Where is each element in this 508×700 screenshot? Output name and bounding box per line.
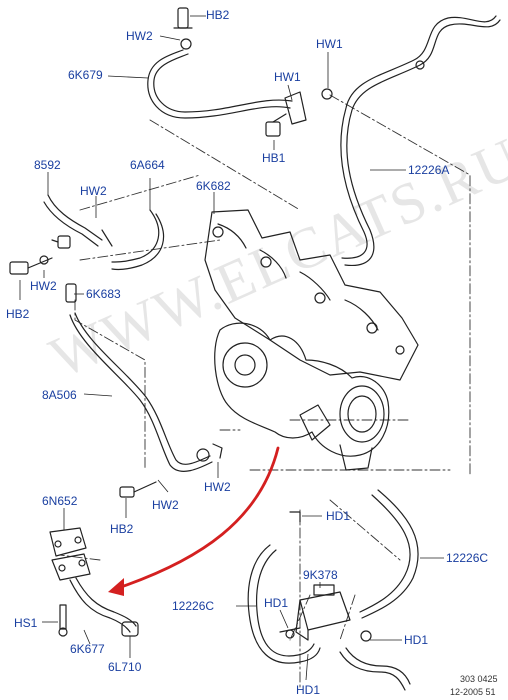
label-hb2-bot: HB2 <box>110 522 134 536</box>
hose-bottom <box>339 651 406 691</box>
label-12226a: 12226A <box>408 163 450 177</box>
drawing-code: 303 0425 <box>460 674 498 684</box>
label-6n652: 6N652 <box>42 494 78 508</box>
drawing-date: 12-2005 51 <box>450 687 496 697</box>
label-6k677: 6K677 <box>70 642 105 656</box>
label-hd1-bottom: HD1 <box>296 683 321 697</box>
label-hw1-top: HW1 <box>316 37 343 51</box>
label-hs1: HS1 <box>14 616 38 630</box>
label-hw2-bot2: HW2 <box>204 480 231 494</box>
label-hb2-top: HB2 <box>206 8 230 22</box>
hose-12226c-right <box>289 489 419 619</box>
label-hb2-left: HB2 <box>6 307 30 321</box>
solenoid-valve-9k378 <box>279 584 372 642</box>
pipe-8592 <box>9 194 103 275</box>
sleeve-6k683 <box>65 283 77 303</box>
label-hw2-top: HW2 <box>126 29 153 43</box>
label-hw2-left2: HW2 <box>30 279 57 293</box>
red-arrow-head <box>108 578 124 596</box>
label-hd1-right: HD1 <box>404 633 429 647</box>
hose-6k679 <box>147 7 333 137</box>
label-12226c-right: 12226C <box>446 551 489 565</box>
hose-6a664 <box>101 209 165 271</box>
label-hd1-low: HD1 <box>264 596 289 610</box>
label-hw1-mid: HW1 <box>274 70 301 84</box>
label-6l710: 6L710 <box>108 660 142 674</box>
label-hw2-bot1: HW2 <box>152 498 179 512</box>
label-9k378: 9K378 <box>303 568 338 582</box>
hose-12226a <box>340 15 501 267</box>
label-6a664: 6A664 <box>130 158 165 172</box>
label-6k682: 6K682 <box>196 179 231 193</box>
label-12226c-left: 12226C <box>172 599 215 613</box>
label-hd1-mid: HD1 <box>326 509 351 523</box>
label-8a506: 8A506 <box>42 388 77 402</box>
oil-return-pipe-6k677 <box>49 527 139 637</box>
label-hb1: HB1 <box>262 151 286 165</box>
turbocharger <box>214 322 390 471</box>
leader-lines <box>19 15 444 681</box>
label-8592: 8592 <box>34 158 61 172</box>
hose-12226c-left <box>247 544 321 664</box>
hose-8a506 <box>69 312 223 498</box>
red-arrow <box>116 446 280 590</box>
label-6k683: 6K683 <box>86 287 121 301</box>
exhaust-manifold-6k682 <box>204 209 419 381</box>
label-6k679: 6K679 <box>68 68 103 82</box>
label-hw2-left: HW2 <box>80 184 107 198</box>
